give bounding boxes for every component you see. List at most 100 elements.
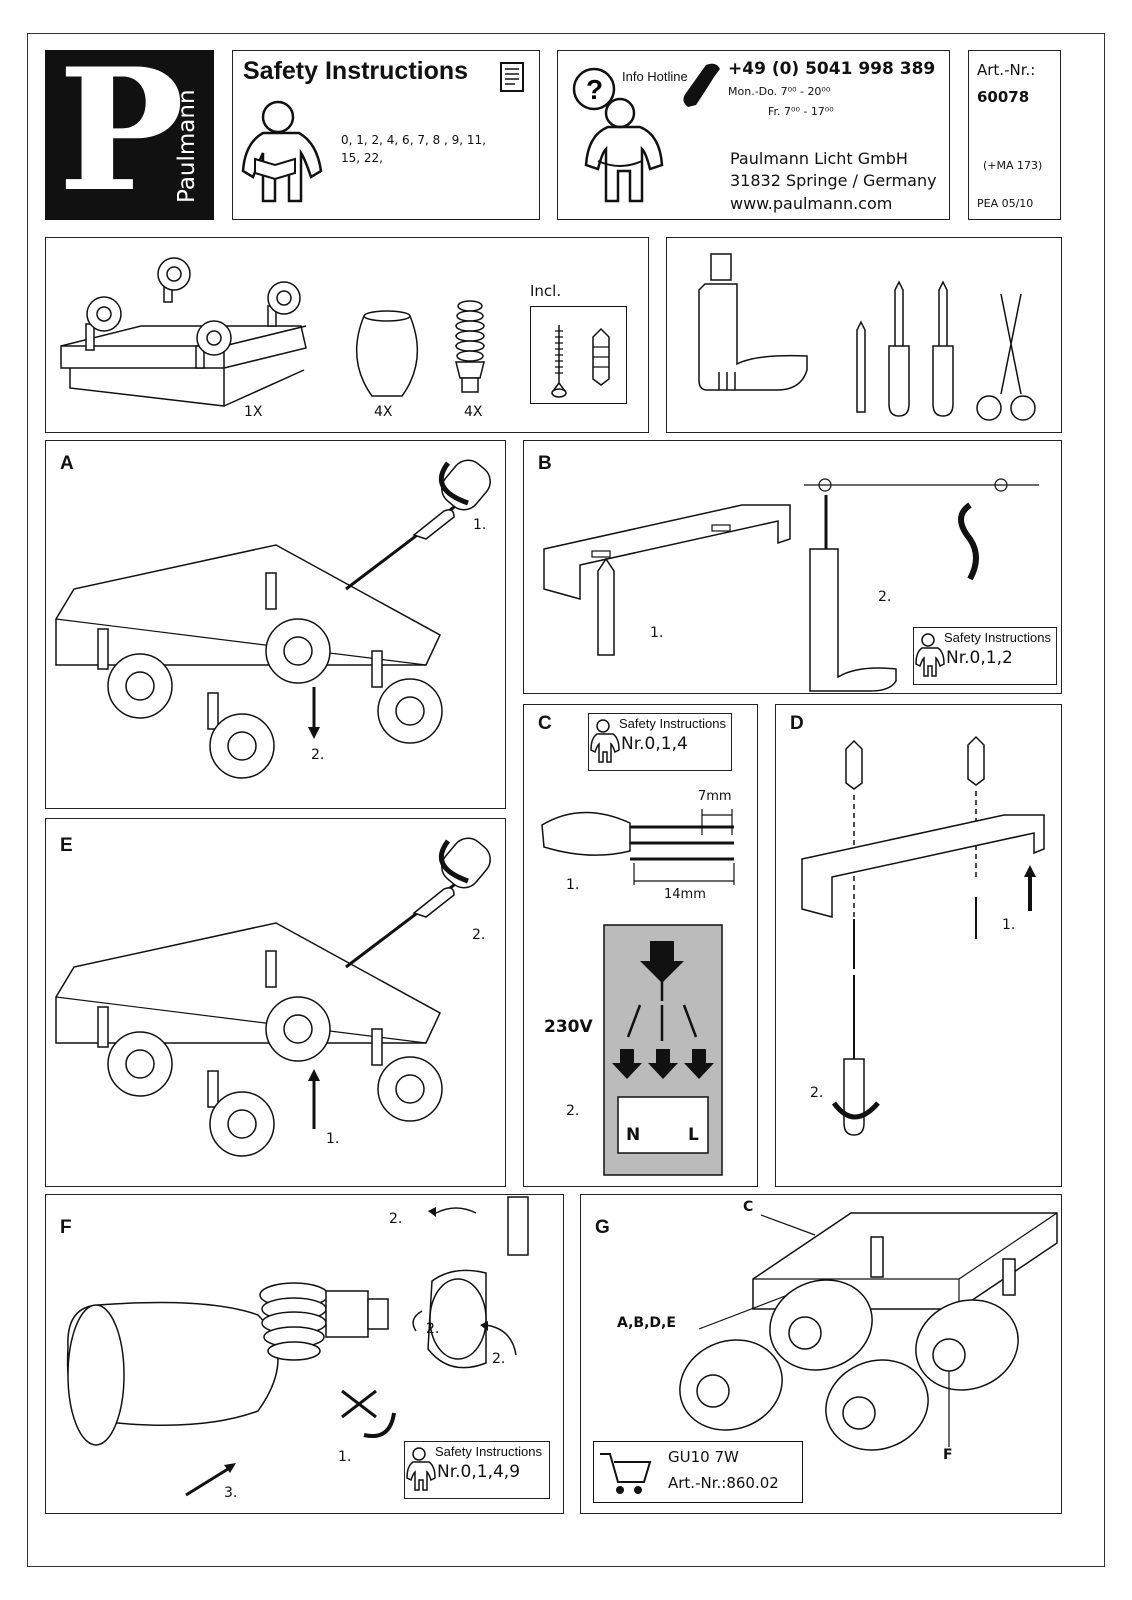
step-b-1: 1. xyxy=(650,625,664,641)
step-c-safety-ref: Safety Instructions Nr.0,1,4 xyxy=(588,713,732,771)
step-a-illustration xyxy=(55,459,491,779)
step-f-2a: 2. xyxy=(389,1211,403,1227)
tools-panel xyxy=(666,237,1062,433)
logo-name: Paulmann xyxy=(174,89,200,203)
reading-person-icon xyxy=(590,719,620,763)
hotline-label: Info Hotline xyxy=(622,69,688,84)
step-a-label: A xyxy=(60,453,74,474)
page-frame xyxy=(27,33,1105,1567)
hotline-phone: +49 (0) 5041 998 389 xyxy=(728,59,936,79)
package-contents-panel: 1X 4X 4X Incl. xyxy=(45,237,649,433)
article-ma: (+MA 173) xyxy=(983,159,1043,172)
strip-length-long: 14mm xyxy=(664,887,706,902)
step-c-label: C xyxy=(538,713,552,734)
drill-icon xyxy=(698,253,808,391)
company-address: 31832 Springe / Germany xyxy=(730,171,937,190)
step-c-1: 1. xyxy=(566,877,580,893)
glass-qty: 4X xyxy=(374,404,393,420)
step-b-panel: B 1. 2. Safety Instructions Nr.0,1,2 xyxy=(523,440,1062,694)
lamp-type: GU10 7W xyxy=(668,1448,739,1466)
article-label: Art.-Nr.: xyxy=(977,61,1036,79)
screw-and-plug-icon xyxy=(551,325,610,398)
step-a-panel: A 1. 2. xyxy=(45,440,506,809)
reading-person-icon xyxy=(406,1447,436,1491)
step-c-panel: C Safety Instructions Nr.0,1,4 7mm 14mm … xyxy=(523,704,758,1187)
callout-abde: A,B,D,E xyxy=(617,1315,676,1331)
brand-logo: P Paulmann xyxy=(45,45,214,220)
safety-numbers-line1: 0, 1, 2, 4, 6, 7, 8 , 9, 11, xyxy=(341,133,487,147)
phone-icon xyxy=(683,63,720,107)
callout-c: C xyxy=(743,1199,754,1215)
included-label: Incl. xyxy=(530,282,562,300)
step-f-1: 1. xyxy=(338,1449,352,1465)
bulb-icon xyxy=(455,300,485,393)
article-pea: PEA 05/10 xyxy=(977,197,1034,210)
svg-text:?: ? xyxy=(586,74,603,105)
step-e-panel: E 1. 2. xyxy=(45,818,506,1187)
step-f-panel: F 2. 2. 2. 1. 3. Safety Instructions Nr.… xyxy=(45,1194,564,1514)
step-g-label: G xyxy=(595,1217,610,1238)
step-d-label: D xyxy=(790,713,804,734)
cable-strip-illustration xyxy=(541,809,735,1176)
screwdriver-icons xyxy=(856,280,954,417)
step-f-2c: 2. xyxy=(492,1351,506,1367)
callout-f: F xyxy=(943,1447,953,1463)
hotline-hours-friday: Fr. 7⁰⁰ - 17⁰⁰ xyxy=(768,105,834,118)
scissors-icon xyxy=(976,293,1036,421)
step-f-2b: 2. xyxy=(426,1321,440,1337)
fixture-illustration xyxy=(60,257,307,407)
bulb-qty: 4X xyxy=(464,404,483,420)
step-f-safety-caption: Safety Instructions xyxy=(435,1444,542,1459)
replacement-lamp-box: GU10 7W Art.-Nr.:860.02 xyxy=(593,1441,803,1503)
step-f-illustration xyxy=(66,1196,529,1497)
hotline-hours-weekday: Mon.-Do. 7⁰⁰ - 20⁰⁰ xyxy=(728,85,831,98)
contact-box: ? Info Hotline +49 (0) 5041 998 389 Mon.… xyxy=(557,50,950,220)
step-b-safety-numbers: Nr.0,1,2 xyxy=(946,648,1013,668)
safety-instructions-box: Safety Instructions 0, 1, 2, 4, 6, 7, 8 … xyxy=(232,50,540,220)
step-e-label: E xyxy=(60,835,73,856)
step-e-2: 2. xyxy=(472,927,486,943)
article-box: Art.-Nr.: 60078 (+MA 173) PEA 05/10 xyxy=(968,50,1061,220)
glass-shade-icon xyxy=(355,310,419,397)
step-f-safety-ref: Safety Instructions Nr.0,1,4,9 xyxy=(404,1441,550,1499)
step-c-2: 2. xyxy=(566,1103,580,1119)
step-c-safety-numbers: Nr.0,1,4 xyxy=(621,734,688,754)
step-b-safety-caption: Safety Instructions xyxy=(944,630,1051,645)
step-b-illustration xyxy=(543,478,1039,692)
step-f-safety-numbers: Nr.0,1,4,9 xyxy=(437,1462,521,1482)
company-website: www.paulmann.com xyxy=(730,194,893,213)
step-d-2: 2. xyxy=(810,1085,824,1101)
fixture-qty: 1X xyxy=(244,404,263,420)
lamp-article: Art.-Nr.:860.02 xyxy=(668,1474,779,1492)
step-a-1: 1. xyxy=(473,517,487,533)
logo-initial: P xyxy=(58,31,185,229)
question-person-icon: ? xyxy=(572,67,664,203)
voltage-label: 230V xyxy=(544,1017,593,1037)
step-d-illustration xyxy=(801,735,1045,1136)
step-g-panel: G C A,B,D,E F GU10 7W Art.-Nr.:860.02 xyxy=(580,1194,1062,1514)
strip-length-short: 7mm xyxy=(698,789,732,804)
reading-person-icon xyxy=(915,633,945,677)
assembled-fixture-illustration xyxy=(679,1212,1058,1451)
tools-illustration xyxy=(698,253,1036,421)
step-b-safety-ref: Safety Instructions Nr.0,1,2 xyxy=(913,627,1057,685)
article-number: 60078 xyxy=(977,88,1030,106)
step-e-illustration xyxy=(55,837,491,1157)
step-b-2: 2. xyxy=(878,589,892,605)
step-b-label: B xyxy=(538,453,552,474)
reading-person-icon xyxy=(241,100,323,203)
document-icon xyxy=(500,62,524,92)
safety-numbers-line2: 15, 22, xyxy=(341,151,383,165)
step-a-2: 2. xyxy=(311,747,325,763)
terminal-live: L xyxy=(688,1125,699,1145)
step-c-safety-caption: Safety Instructions xyxy=(619,716,726,731)
step-d-panel: D 1. 2. xyxy=(775,704,1062,1187)
step-e-1: 1. xyxy=(326,1131,340,1147)
safety-title: Safety Instructions xyxy=(243,57,469,85)
step-f-3: 3. xyxy=(224,1485,238,1501)
hardware-box xyxy=(530,306,627,404)
terminal-neutral: N xyxy=(626,1125,641,1145)
company-name: Paulmann Licht GmbH xyxy=(730,149,908,168)
step-d-1: 1. xyxy=(1002,917,1016,933)
shopping-cart-icon xyxy=(600,1453,652,1494)
